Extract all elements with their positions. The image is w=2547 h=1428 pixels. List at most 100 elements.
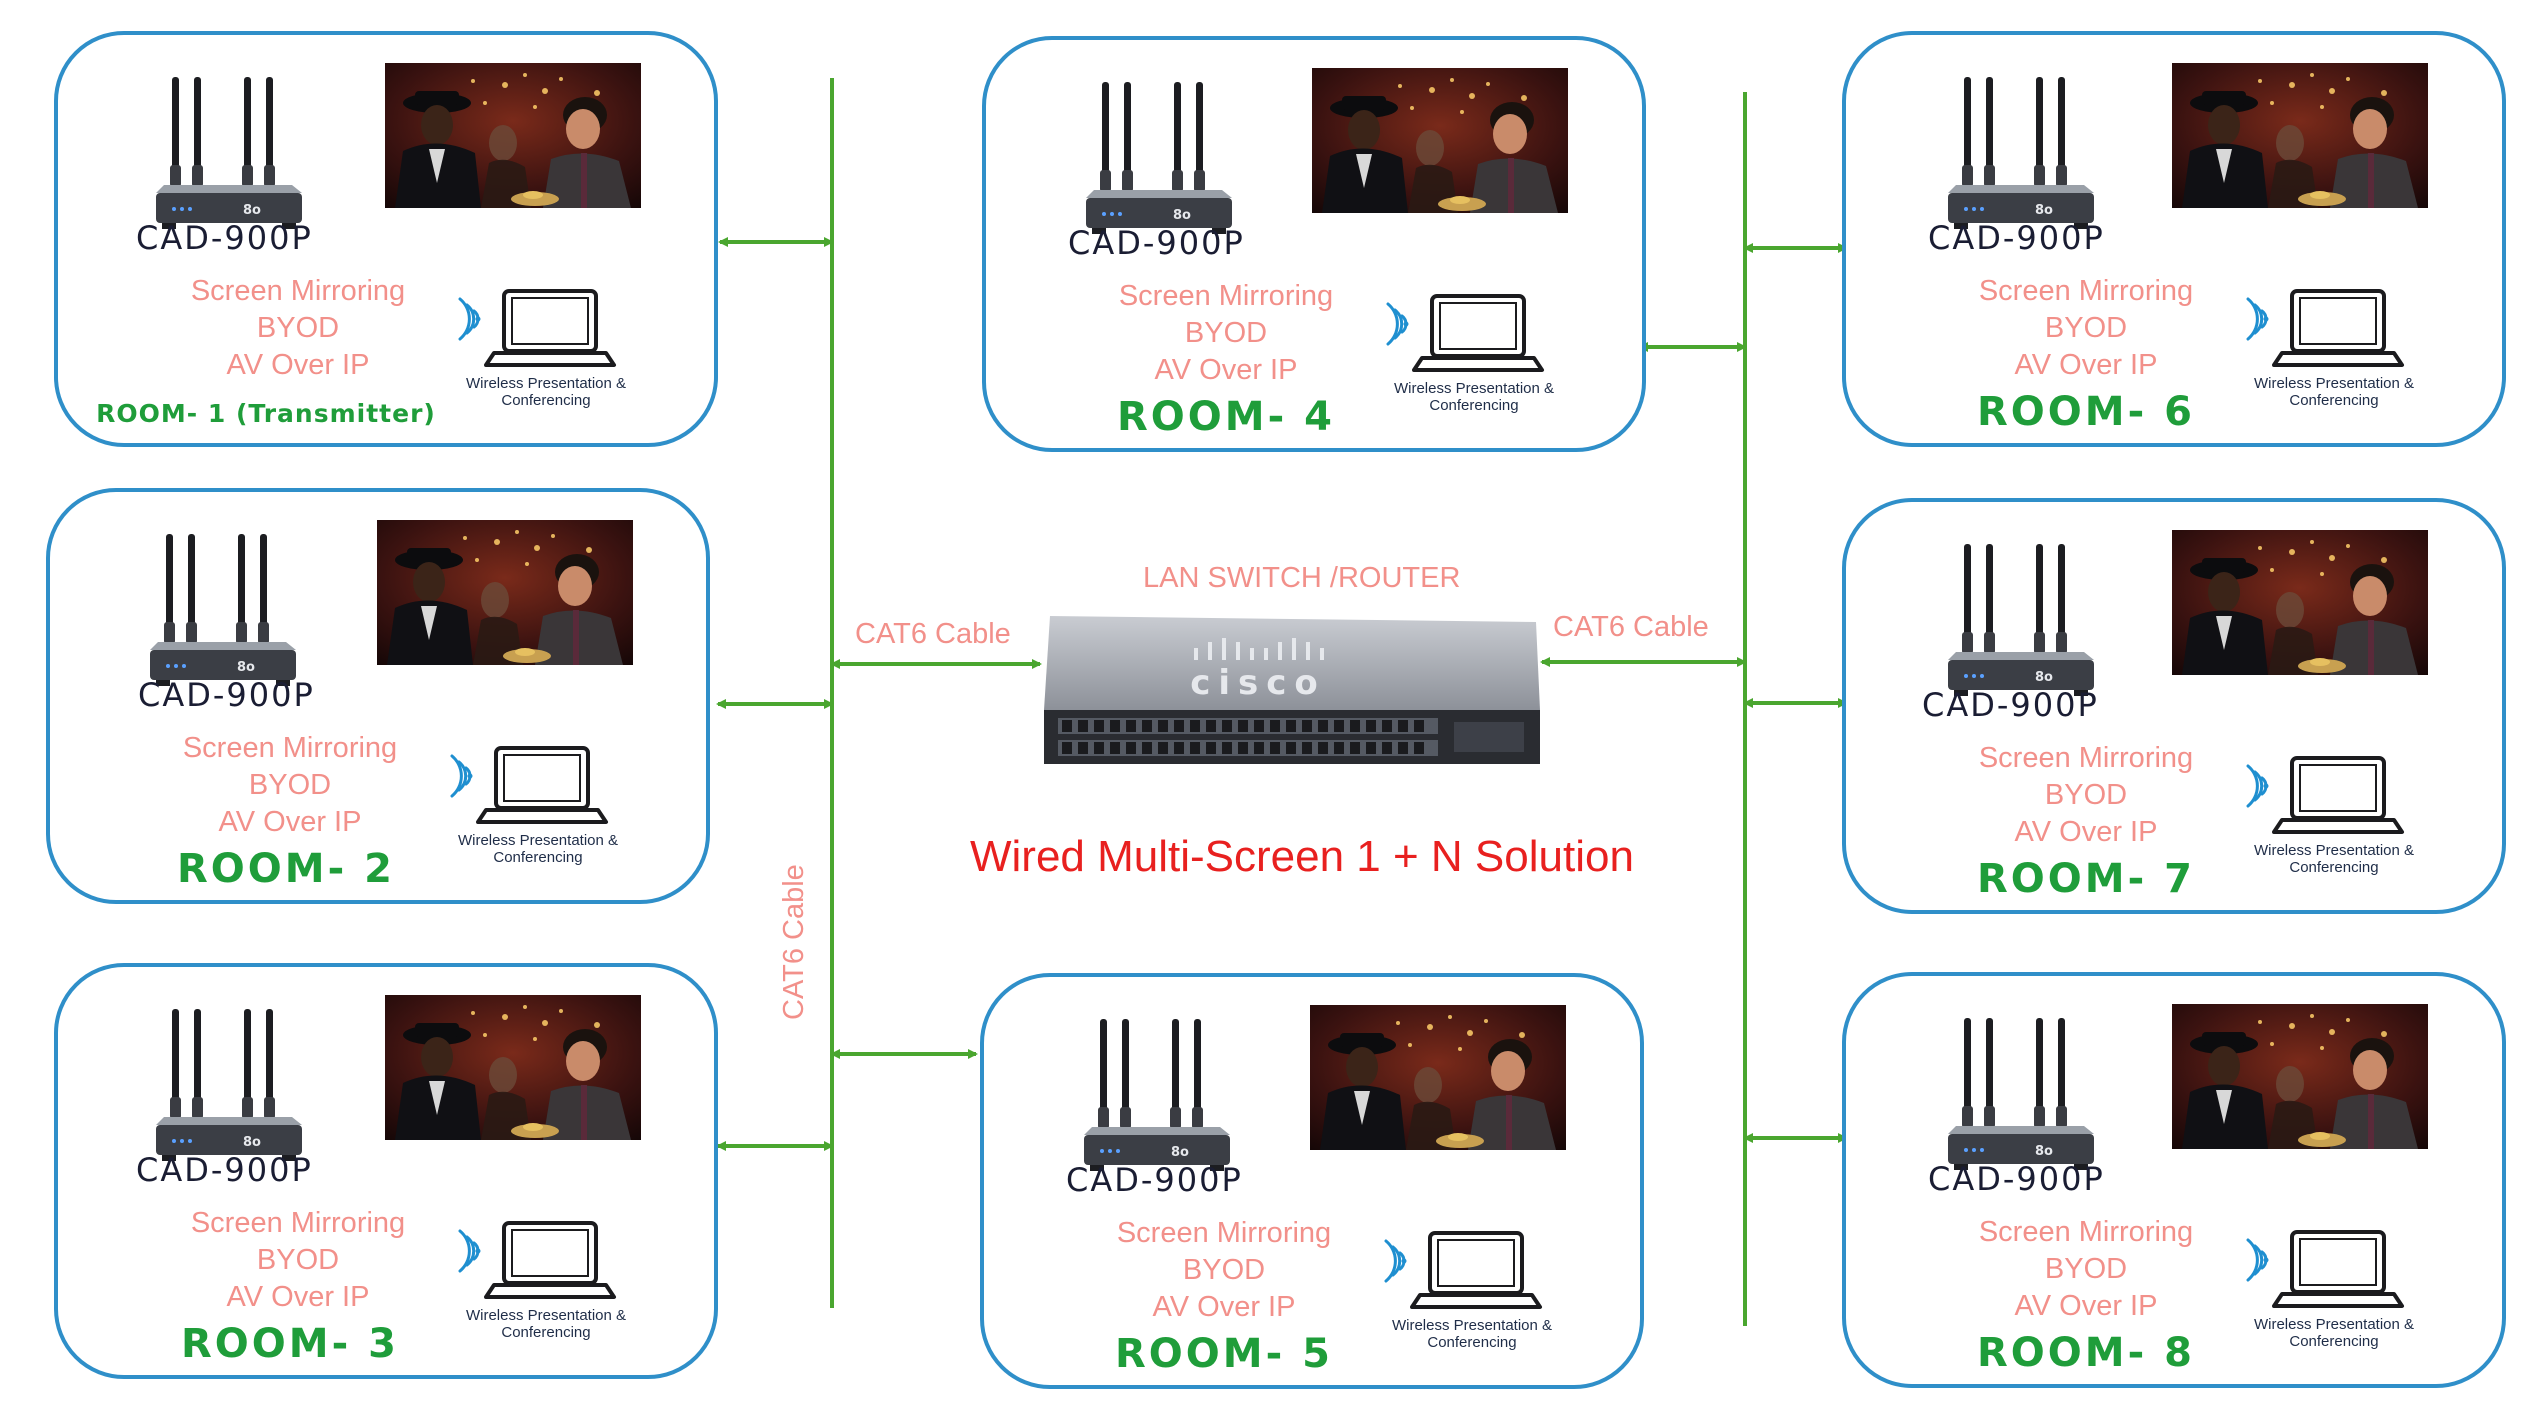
feature-list: Screen Mirroring BYOD AV Over IP	[1956, 273, 2216, 384]
caption-line-1: Wireless Presentation &	[2253, 1316, 2415, 1333]
feature-byod: BYOD	[1182, 1254, 1266, 1286]
device-model: CAD-900P	[1066, 1161, 1243, 1199]
router-icon	[156, 1005, 306, 1163]
wireless-presentation-caption: Wireless Presentation & Conferencing	[2224, 375, 2444, 409]
feature-screen-mirroring: Screen Mirroring	[182, 732, 398, 764]
device-model: CAD-900P	[1928, 1160, 2105, 1198]
caption-line-1: Wireless Presentation &	[2253, 842, 2415, 859]
caption-line-1: Wireless Presentation &	[465, 375, 627, 392]
wireless-presentation-caption: Wireless Presentation & Conferencing	[428, 832, 648, 866]
wireless-laptop-icon	[448, 742, 624, 828]
caption-line-2: Conferencing	[2289, 859, 2379, 876]
room-label: ROOM- 5	[1115, 1331, 1333, 1377]
feature-screen-mirroring: Screen Mirroring	[190, 1207, 406, 1239]
device-model: CAD-900P	[136, 1151, 313, 1189]
feature-byod: BYOD	[2044, 1253, 2128, 1285]
wireless-laptop-icon	[456, 1217, 632, 1303]
wireless-presentation-caption: Wireless Presentation & Conferencing	[1364, 380, 1584, 414]
room-label: ROOM- 3	[181, 1321, 399, 1367]
room-card-3: CAD-900P Screen Mirroring BYOD AV Over I…	[54, 963, 718, 1379]
feature-screen-mirroring: Screen Mirroring	[1118, 280, 1334, 312]
tv-screen-image	[2172, 1004, 2428, 1149]
wireless-presentation-caption: Wireless Presentation & Conferencing	[436, 375, 656, 409]
wireless-laptop-icon	[2244, 285, 2420, 371]
router-icon	[1086, 78, 1236, 236]
room-card-4: CAD-900P Screen Mirroring BYOD AV Over I…	[982, 36, 1646, 452]
tv-screen-image	[385, 63, 641, 208]
router-icon	[1948, 73, 2098, 231]
room-card-1: CAD-900P Screen Mirroring BYOD AV Over I…	[54, 31, 718, 447]
feature-list: Screen Mirroring BYOD AV Over IP	[1094, 1215, 1354, 1326]
caption-line-1: Wireless Presentation &	[2253, 375, 2415, 392]
lan-switch-label: LAN SWITCH /ROUTER	[1143, 562, 1461, 594]
device-model: CAD-900P	[138, 676, 315, 714]
cisco-logo: cisco	[1190, 663, 1326, 703]
caption-line-1: Wireless Presentation &	[1393, 380, 1555, 397]
feature-av-over-ip: AV Over IP	[2014, 1290, 2158, 1322]
room-label: ROOM- 4	[1117, 394, 1335, 440]
feature-screen-mirroring: Screen Mirroring	[1978, 275, 2194, 307]
feature-list: Screen Mirroring BYOD AV Over IP	[168, 1205, 428, 1316]
feature-av-over-ip: AV Over IP	[226, 1281, 370, 1313]
router-icon	[1948, 540, 2098, 698]
feature-av-over-ip: AV Over IP	[1154, 354, 1298, 386]
tv-screen-image	[377, 520, 633, 665]
feature-list: Screen Mirroring BYOD AV Over IP	[1096, 278, 1356, 389]
router-icon	[150, 530, 300, 688]
wireless-laptop-icon	[1382, 1227, 1558, 1313]
cat6-cable-label-left: CAT6 Cable	[855, 618, 1011, 650]
feature-av-over-ip: AV Over IP	[2014, 349, 2158, 381]
cat6-cable-label-right: CAT6 Cable	[1553, 611, 1709, 643]
tv-screen-image	[1312, 68, 1568, 213]
caption-line-2: Conferencing	[1429, 397, 1519, 414]
wireless-presentation-caption: Wireless Presentation & Conferencing	[2224, 1316, 2444, 1350]
device-model: CAD-900P	[136, 219, 313, 257]
caption-line-1: Wireless Presentation &	[457, 832, 619, 849]
room-label: ROOM- 7	[1977, 856, 2195, 902]
feature-byod: BYOD	[2044, 312, 2128, 344]
caption-line-2: Conferencing	[1427, 1334, 1517, 1351]
room-label: ROOM- 2	[177, 846, 395, 892]
tv-screen-image	[2172, 530, 2428, 675]
lan-switch-image: cisco	[1044, 616, 1540, 764]
caption-line-2: Conferencing	[2289, 392, 2379, 409]
wireless-laptop-icon	[456, 285, 632, 371]
tv-screen-image	[2172, 63, 2428, 208]
caption-line-2: Conferencing	[501, 1324, 591, 1341]
caption-line-2: Conferencing	[493, 849, 583, 866]
feature-list: Screen Mirroring BYOD AV Over IP	[160, 730, 420, 841]
cat6-cable-label-vertical: CAT6 Cable	[778, 864, 810, 1020]
wireless-presentation-caption: Wireless Presentation & Conferencing	[436, 1307, 656, 1341]
tv-screen-image	[1310, 1005, 1566, 1150]
room-label: ROOM- 8	[1977, 1330, 2195, 1376]
feature-byod: BYOD	[2044, 779, 2128, 811]
device-model: CAD-900P	[1922, 686, 2099, 724]
feature-byod: BYOD	[256, 1244, 340, 1276]
device-model: CAD-900P	[1928, 219, 2105, 257]
wireless-laptop-icon	[2244, 752, 2420, 838]
feature-byod: BYOD	[256, 312, 340, 344]
room-label: ROOM- 1 (Transmitter)	[96, 399, 436, 428]
router-icon	[156, 73, 306, 231]
solution-title: Wired Multi-Screen 1 + N Solution	[970, 832, 1634, 881]
caption-line-1: Wireless Presentation &	[465, 1307, 627, 1324]
feature-screen-mirroring: Screen Mirroring	[1116, 1217, 1332, 1249]
feature-av-over-ip: AV Over IP	[226, 349, 370, 381]
room-label: ROOM- 6	[1977, 389, 2195, 435]
wireless-presentation-caption: Wireless Presentation & Conferencing	[2224, 842, 2444, 876]
router-icon	[1084, 1015, 1234, 1173]
wireless-presentation-caption: Wireless Presentation & Conferencing	[1362, 1317, 1582, 1351]
feature-av-over-ip: AV Over IP	[2014, 816, 2158, 848]
room-card-5: CAD-900P Screen Mirroring BYOD AV Over I…	[980, 973, 1644, 1389]
feature-av-over-ip: AV Over IP	[218, 806, 362, 838]
feature-byod: BYOD	[1184, 317, 1268, 349]
feature-byod: BYOD	[248, 769, 332, 801]
feature-list: Screen Mirroring BYOD AV Over IP	[1956, 740, 2216, 851]
tv-screen-image	[385, 995, 641, 1140]
room-card-6: CAD-900P Screen Mirroring BYOD AV Over I…	[1842, 31, 2506, 447]
device-model: CAD-900P	[1068, 224, 1245, 262]
caption-line-1: Wireless Presentation &	[1391, 1317, 1553, 1334]
feature-screen-mirroring: Screen Mirroring	[1978, 742, 2194, 774]
